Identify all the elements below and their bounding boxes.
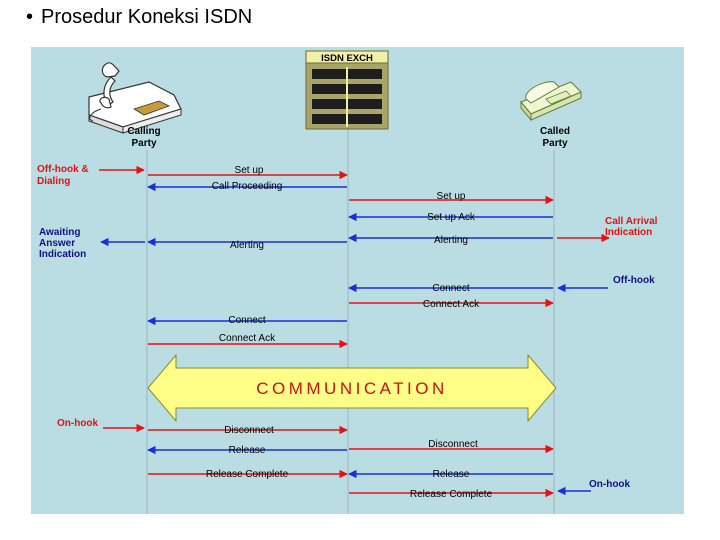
awaiting-answer-note-1: Awaiting bbox=[39, 227, 80, 238]
call-arrival-note-2: Indication bbox=[605, 227, 652, 238]
called-party-label-1: Called bbox=[540, 126, 570, 137]
setup-right-label: Set up bbox=[437, 191, 466, 202]
title-text: Prosedur Koneksi ISDN bbox=[41, 6, 253, 28]
called-phone-icon bbox=[520, 81, 582, 122]
exchange-label: ISDN EXCH bbox=[321, 53, 373, 64]
connect-ack-left-label: Connect Ack bbox=[219, 333, 276, 344]
diagram-panel: ISDN EXCH Calling Party Called Party Off… bbox=[31, 47, 684, 514]
connect-ack-right-label: Connect Ack bbox=[423, 299, 480, 310]
title-bullet: • bbox=[26, 6, 34, 28]
awaiting-answer-note-2: Answer bbox=[39, 238, 75, 249]
calling-party-label-1: Calling bbox=[127, 126, 160, 137]
call-arrival-note-1: Call Arrival bbox=[605, 216, 658, 227]
setup-left-label: Set up bbox=[235, 165, 264, 176]
disconnect-right-label: Disconnect bbox=[428, 439, 478, 450]
connect-right-label: Connect bbox=[432, 283, 469, 294]
called-party-label-2: Party bbox=[542, 138, 567, 149]
release-complete-right-label: Release Complete bbox=[410, 489, 493, 500]
release-left-label: Release bbox=[229, 445, 266, 456]
alerting-right-label: Alerting bbox=[434, 235, 468, 246]
left-onhook-note: On-hook bbox=[57, 418, 99, 429]
calling-phone-icon bbox=[88, 62, 182, 134]
offhook-dialing-note-2: Dialing bbox=[37, 176, 70, 187]
connect-left-label: Connect bbox=[228, 315, 265, 326]
offhook-dialing-note-1: Off-hook & bbox=[37, 164, 89, 175]
isdn-sequence-diagram: ISDN EXCH Calling Party Called Party Off… bbox=[37, 50, 658, 514]
right-onhook-note: On-hook bbox=[589, 479, 631, 490]
setup-ack-label: Set up Ack bbox=[427, 212, 476, 223]
awaiting-answer-note-3: Indication bbox=[39, 249, 86, 260]
release-complete-left-label: Release Complete bbox=[206, 469, 289, 480]
slide-title: • Prosedur Koneksi ISDN bbox=[26, 6, 252, 29]
release-right-label: Release bbox=[433, 469, 470, 480]
disconnect-left-label: Disconnect bbox=[224, 425, 274, 436]
calling-party-label-2: Party bbox=[131, 138, 156, 149]
communication-label: COMMUNICATION bbox=[256, 379, 448, 398]
call-proceeding-label: Call Proceeding bbox=[212, 181, 283, 192]
right-offhook-note: Off-hook bbox=[613, 275, 655, 286]
alerting-left-label: Alerting bbox=[230, 240, 264, 251]
isdn-exchange-icon bbox=[305, 50, 389, 130]
communication-band bbox=[147, 353, 557, 423]
